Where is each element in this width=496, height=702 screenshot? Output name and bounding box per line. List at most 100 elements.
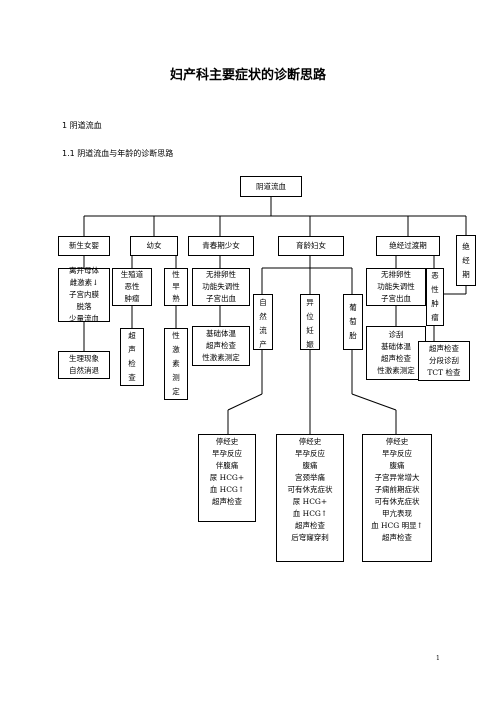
text-line: 腹痛 xyxy=(389,461,405,470)
text-char: 测 xyxy=(172,373,180,382)
text-char: 检 xyxy=(128,359,136,368)
age-label-char: 经 xyxy=(462,255,470,265)
text-char: 萄 xyxy=(349,317,357,326)
text-line: 生理现象 xyxy=(69,354,99,363)
text-char: 娠 xyxy=(306,340,314,349)
text-char: 瘤 xyxy=(431,313,439,322)
text-line: 少量流血 xyxy=(69,314,99,323)
text-line: 无排卵性 xyxy=(381,270,411,279)
age-label-char: 期 xyxy=(462,269,470,279)
text-line: 子宫出血 xyxy=(206,294,236,303)
subsection-heading: 1.1 阴道流血与年龄的诊断思路 xyxy=(62,149,174,158)
text-char: 肿 xyxy=(431,299,439,308)
text-line: 子宫异常增大 xyxy=(374,473,420,482)
text-line: 宫颈举痛 xyxy=(295,473,325,482)
peri-tumor-box: 恶 性 肿 瘤 xyxy=(426,268,444,326)
text-line: 肿瘤 xyxy=(124,294,140,303)
text-line: 生殖道 xyxy=(120,270,144,279)
text-line: 功能失调性 xyxy=(377,282,415,291)
text-line: 尿 HCG+ xyxy=(292,497,328,506)
age-node-newborn: 新生女婴 xyxy=(58,236,110,256)
text-line: 早孕反应 xyxy=(212,449,242,458)
text-char: 性 xyxy=(172,331,180,340)
text-line: 超声检查 xyxy=(206,341,236,350)
text-line: 脱落 xyxy=(76,302,92,311)
ectopic-detail-box: 停经史 早孕反应 腹痛 宫颈举痛 可有休克症状 尿 HCG+ 血 HCG↑ 超声… xyxy=(276,434,344,562)
text-line: 性激素测定 xyxy=(377,366,415,375)
age-label: 绝经过渡期 xyxy=(389,241,427,250)
text-char: 超 xyxy=(128,331,136,340)
text-line: 超声检查 xyxy=(382,533,412,542)
adolescent-exam-box: 基础体温 超声检查 性激素测定 xyxy=(192,326,250,366)
page-title: 妇产科主要症状的诊断思路 xyxy=(169,68,326,83)
text-line: 血 HCG↑ xyxy=(209,485,245,494)
child-tumor-exam-box: 超 声 检 查 xyxy=(120,328,144,386)
age-label: 育龄妇女 xyxy=(296,241,326,250)
text-line: 停经史 xyxy=(385,437,409,446)
newborn-result-box: 生理现象 自然消退 xyxy=(58,351,110,379)
text-line: 早孕反应 xyxy=(382,449,412,458)
text-line: 子宫出血 xyxy=(381,294,411,303)
child-precocious-box: 性 早 熟 xyxy=(164,268,188,306)
text-char: 恶 xyxy=(431,271,439,280)
peri-cause-box: 无排卵性 功能失调性 子宫出血 xyxy=(366,268,426,306)
age-label: 新生女婴 xyxy=(69,241,99,250)
text-char: 激 xyxy=(172,345,180,354)
text-line: 早孕反应 xyxy=(295,449,325,458)
text-char: 自 xyxy=(259,298,267,307)
root-node: 阴道流血 xyxy=(240,176,302,197)
age-node-adolescent: 青春期少女 xyxy=(188,236,254,256)
text-line: 分段诊刮 xyxy=(429,356,459,365)
text-char: 位 xyxy=(306,312,314,321)
child-tumor-box: 生殖道 恶性 肿瘤 xyxy=(112,268,152,306)
text-line: 功能失调性 xyxy=(202,282,240,291)
text-char: 定 xyxy=(172,387,180,396)
root-label: 阴道流血 xyxy=(256,181,286,191)
text-line: 可有休克症状 xyxy=(374,497,420,506)
text-char: 素 xyxy=(172,359,180,368)
text-char: 产 xyxy=(259,340,267,349)
mole-detail-box: 停经史 早孕反应 腹痛 子宫异常增大 子痫前期症状 可有休克症状 甲亢表现 血 … xyxy=(362,434,432,562)
age-node-reproductive: 育龄妇女 xyxy=(278,236,344,256)
text-char: 流 xyxy=(259,326,267,335)
peri-exam-box: 诊刮 基础体温 超声检查 性激素测定 xyxy=(366,326,426,380)
text-line: 子痫前期症状 xyxy=(374,485,420,494)
text-line: 甲亢表现 xyxy=(382,509,412,518)
age-node-postmenopause: 绝 经 期 xyxy=(456,235,476,286)
text-line: 自然消退 xyxy=(69,366,99,375)
age-label: 幼女 xyxy=(146,241,162,250)
text-line: 超声检查 xyxy=(381,354,411,363)
text-char: 声 xyxy=(128,345,136,354)
text-line: 基础体温 xyxy=(381,342,411,351)
age-label-char: 绝 xyxy=(462,241,470,251)
age-node-perimenopause: 绝经过渡期 xyxy=(376,236,440,256)
text-char: 熟 xyxy=(172,294,180,303)
text-char: 葡 xyxy=(349,303,357,312)
text-line: 雌激素↓ xyxy=(69,278,99,287)
text-line: 可有休克症状 xyxy=(287,485,333,494)
abortion-detail-box: 停经史 早孕反应 伴腹痛 尿 HCG+ 血 HCG↑ 超声检查 xyxy=(198,434,256,522)
abortion-box: 自 然 流 产 xyxy=(253,294,273,350)
age-node-child: 幼女 xyxy=(130,236,178,256)
text-line: 尿 HCG+ xyxy=(209,473,245,482)
text-line: 恶性 xyxy=(124,282,140,291)
text-char: 性 xyxy=(431,285,439,294)
text-line: 血 HCG↑ xyxy=(292,509,328,518)
text-line: 超声检查 xyxy=(429,344,459,353)
text-char: 胎 xyxy=(349,331,357,340)
newborn-cause-box: 离开母体 雌激素↓ 子宫内膜 脱落 少量流血 xyxy=(58,266,110,323)
section-heading: 1 阴道流血 xyxy=(62,121,102,130)
text-line: 无排卵性 xyxy=(206,270,236,279)
text-line: 停经史 xyxy=(298,437,322,446)
text-char: 妊 xyxy=(306,326,314,335)
peri-tumor-exam-box: 超声检查 分段诊刮 TCT 检查 xyxy=(418,341,470,381)
text-char: 异 xyxy=(306,298,314,307)
text-line: 子宫内膜 xyxy=(69,290,99,299)
child-precocious-exam-box: 性 激 素 测 定 xyxy=(164,328,188,400)
text-char: 查 xyxy=(128,373,136,382)
text-line: 诊刮 xyxy=(388,330,404,339)
text-char: 早 xyxy=(172,282,180,291)
text-line: 血 HCG 明显↑ xyxy=(371,521,423,530)
text-line: 停经史 xyxy=(215,437,239,446)
